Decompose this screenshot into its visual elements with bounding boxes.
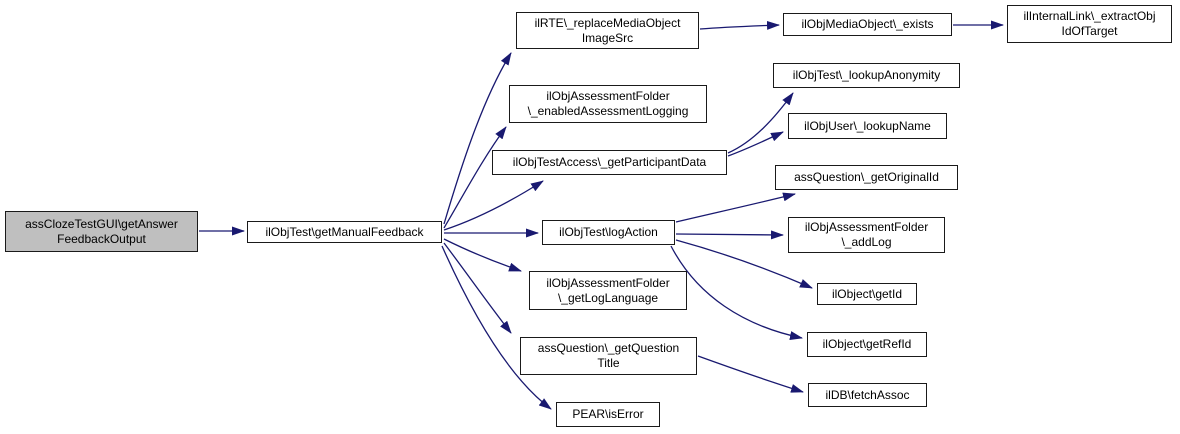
node-label-line: ilObjMediaObject\_exists (801, 17, 934, 31)
node-label-line: ilObject\getRefId (822, 337, 912, 351)
edge-getManualFeedback-to-getLogLanguage (443, 238, 522, 272)
node-label-line: IdOfTarget (1061, 24, 1118, 38)
node-label-line: Title (597, 356, 620, 370)
edge-getManualFeedback-to-getQuestionTitle (443, 242, 512, 334)
edge-getQuestionTitle-to-fetchAssoc (697, 355, 804, 393)
edge-getManualFeedback-to-getParticipantData (443, 180, 544, 231)
edge-getManualFeedback-to-isError (441, 245, 552, 410)
edge-getParticipantData-to-lookupName (727, 131, 784, 157)
edge-logAction-to-getId (675, 239, 813, 289)
node-getParticipantData[interactable]: ilObjTestAccess\_getParticipantData (492, 150, 727, 175)
node-label-line: assQuestion\_getQuestion (537, 341, 680, 355)
edge-getManualFeedback-to-replaceMediaObjectImageSrc (443, 52, 512, 225)
node-getOriginalId[interactable]: assQuestion\_getOriginalId (775, 165, 958, 190)
edge-getParticipantData-to-lookupAnonymity (727, 92, 794, 154)
edge-getManualFeedback-to-enabledAssessmentLogging (443, 126, 507, 229)
node-label-line: ilRTE\_replaceMediaObject (534, 15, 681, 30)
node-fetchAssoc[interactable]: ilDB\fetchAssoc (808, 383, 927, 407)
node-label-line: ilObjTest\_lookupAnonymity (792, 68, 941, 82)
node-exists[interactable]: ilObjMediaObject\_exists (783, 13, 952, 36)
node-label-line: PEAR\isError (572, 407, 644, 421)
node-label-line: ilObjUser\_lookupName (804, 118, 931, 133)
edge-logAction-to-addLog (675, 230, 784, 240)
node-label-line: assClozeTestGUI\getAnswer (25, 216, 178, 231)
node-enabledAssessmentLogging[interactable]: ilObjAssessmentFolder\_enabledAssessment… (509, 85, 707, 123)
node-isError[interactable]: PEAR\isError (556, 402, 660, 427)
node-getRefId[interactable]: ilObject\getRefId (807, 332, 927, 357)
node-getManualFeedback[interactable]: ilObjTest\getManualFeedback (247, 221, 442, 243)
node-label-line: ilObjAssessmentFolder (804, 220, 929, 234)
node-addLog[interactable]: ilObjAssessmentFolder\_addLog (788, 217, 945, 253)
node-label-line: ImageSrc (581, 30, 634, 45)
node-label-line: assQuestion\_getOriginalId (794, 170, 939, 184)
node-label-line: ilObject\getId (831, 286, 903, 301)
node-label-line: ilObjAssessmentFolder (546, 89, 670, 103)
node-label-line: ilDB\fetchAssoc (825, 387, 910, 402)
edge-logAction-to-getRefId (670, 245, 803, 340)
edge-replaceMediaObjectImageSrc-to-exists (699, 20, 780, 30)
node-label-line: \_getLogLanguage (557, 290, 659, 305)
node-label-line: \_enabledAssessmentLogging (527, 104, 689, 118)
node-label-line: ilObjTestAccess\_getParticipantData (512, 155, 707, 169)
node-getLogLanguage[interactable]: ilObjAssessmentFolder\_getLogLanguage (529, 271, 687, 310)
node-lookupAnonymity[interactable]: ilObjTest\_lookupAnonymity (773, 63, 960, 88)
node-label-line: ilObjAssessmentFolder (546, 275, 670, 290)
node-logAction[interactable]: ilObjTest\logAction (542, 220, 675, 245)
node-label-line: \_addLog (841, 235, 892, 249)
node-label-line: FeedbackOutput (57, 231, 146, 246)
node-lookupName[interactable]: ilObjUser\_lookupName (788, 113, 947, 139)
node-label-line: ilObjTest\logAction (559, 225, 658, 239)
node-label-line: ilInternalLink\_extractObj (1023, 9, 1156, 23)
edge-logAction-to-getOriginalId (675, 192, 796, 223)
node-getId[interactable]: ilObject\getId (817, 283, 917, 305)
node-label-line: ilObjTest\getManualFeedback (265, 224, 424, 239)
